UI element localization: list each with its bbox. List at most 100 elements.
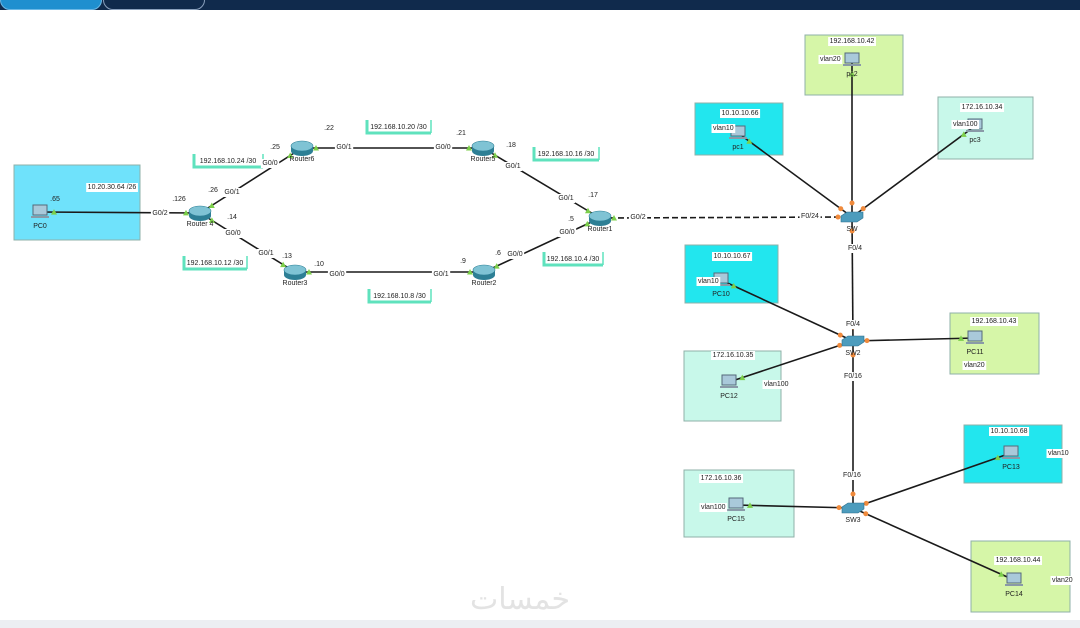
link-SW3-PC14[interactable] [852,507,1015,581]
link-Router4-Router6[interactable] [199,147,303,214]
interface-label-bg [799,212,821,221]
device-label: PC11 [967,349,984,356]
subnet-bracket [367,289,431,304]
device-label: SW [846,226,858,233]
pc-keyboard [1002,457,1020,459]
link-PC0-Router4[interactable] [39,211,201,214]
link-status-triangle [998,571,1005,577]
link-status-triangle [50,209,57,215]
link-SW2-PC12[interactable] [728,340,854,383]
device-SW[interactable] [840,211,864,223]
ip-host-label: .22 [324,125,334,132]
link-status-triangle [466,145,472,151]
device-pc2[interactable] [843,52,861,66]
link-status-dot [835,214,841,220]
subnet-label-bg [533,147,599,160]
device-PC12[interactable] [720,374,738,388]
zone-address-label-bg [989,427,1030,436]
zone-address-label: 192.168.10.44 [996,557,1041,564]
pc-icon [728,497,744,509]
subnet-label: 192.168.10.20 /30 [370,124,427,131]
interface-label-bg [842,372,864,381]
link-SW3-PC13[interactable] [852,452,1012,509]
device-label: Router2 [472,280,497,287]
pc-icon [967,330,983,342]
link-Router5-Router1[interactable] [482,147,601,219]
subnet-label: 192.168.10.4 /30 [547,256,600,263]
link-status-triangle [994,454,1001,461]
pc-keyboard [712,284,730,286]
zone-address-label-bg [828,37,876,46]
link-status-dot [863,500,869,506]
interface-label-bg [433,143,453,152]
link-SW2-PC10[interactable] [720,279,854,342]
interface-label: G0/2 [152,210,167,217]
subnet-label: 192.168.10.24 /30 [200,158,257,165]
zone-vlan-label: vlan100 [764,381,789,388]
zone-PC0[interactable] [13,164,141,241]
link-status-triangle [960,131,967,137]
zone-address-label-bg [699,474,744,483]
interface-label: G0/1 [336,144,351,151]
device-PC11[interactable] [966,330,984,344]
interface-label-bg [431,270,451,279]
device-Router3[interactable] [283,264,307,280]
link-SW-pc3[interactable] [851,125,976,218]
subnet-label: 192.168.10.16 /30 [538,151,595,158]
switch-icon [841,335,865,347]
interface-label: F0/16 [844,373,862,380]
zone-vlan-label: vlan10 [1048,450,1069,457]
link-status-triangle [958,335,965,341]
toolbar-tab[interactable] [103,0,205,10]
device-PC0[interactable] [31,204,49,218]
device-Router4[interactable] [188,205,212,221]
interface-label-bg [846,244,864,253]
switch-icon [841,502,865,514]
interface-label-bg [150,209,170,218]
interface-label-bg [256,249,276,258]
ip-host-label: .25 [270,144,280,151]
device-Router6[interactable] [290,140,314,156]
subnet-bracket [365,120,431,135]
pc-icon [1006,572,1022,584]
link-status-dot [863,511,869,517]
interface-label-bg [557,228,577,237]
device-SW3[interactable] [841,502,865,514]
router-icon-top [283,264,307,276]
zone-PC10[interactable] [684,244,779,304]
interface-label-bg [841,471,863,480]
pc-keyboard [843,64,861,66]
pc-icon [1003,445,1019,457]
device-Router5[interactable] [471,140,495,156]
toolbar-tab-active[interactable] [0,0,102,10]
zone-address-label: 172.16.10.35 [713,352,754,359]
pc-icon [32,204,48,216]
link-Router4-Router3[interactable] [199,212,296,273]
device-Router1[interactable] [588,210,612,226]
interface-label-bg [327,270,347,279]
device-PC15[interactable] [727,497,745,511]
link-status-triangle [739,374,746,381]
zone-vlan-label: vlan10 [698,278,719,285]
link-status-triangle [467,269,473,275]
device-PC13[interactable] [1002,445,1020,459]
interface-label-bg [628,213,648,222]
link-status-dot [849,200,855,206]
link-SW2-PC11[interactable] [852,337,976,342]
device-PC14[interactable] [1005,572,1023,586]
subnet-label-bg [368,289,431,302]
subnet-label-bg [366,120,431,133]
zone-address-label-bg [970,317,1018,326]
switch-icon [840,211,864,223]
device-SW2[interactable] [841,335,865,347]
pc-keyboard [720,386,738,388]
link-Router2-Router1[interactable] [483,217,601,273]
watermark: خمسات [470,582,571,617]
zone-vlan-label: vlan20 [1052,577,1073,584]
zone-vlan-label: vlan10 [713,125,734,132]
link-status-triangle [584,220,591,227]
link-SW-pc1[interactable] [737,132,853,218]
device-Router2[interactable] [472,264,496,280]
link-SW3-PC15[interactable] [735,504,854,509]
link-status-triangle [730,282,737,289]
